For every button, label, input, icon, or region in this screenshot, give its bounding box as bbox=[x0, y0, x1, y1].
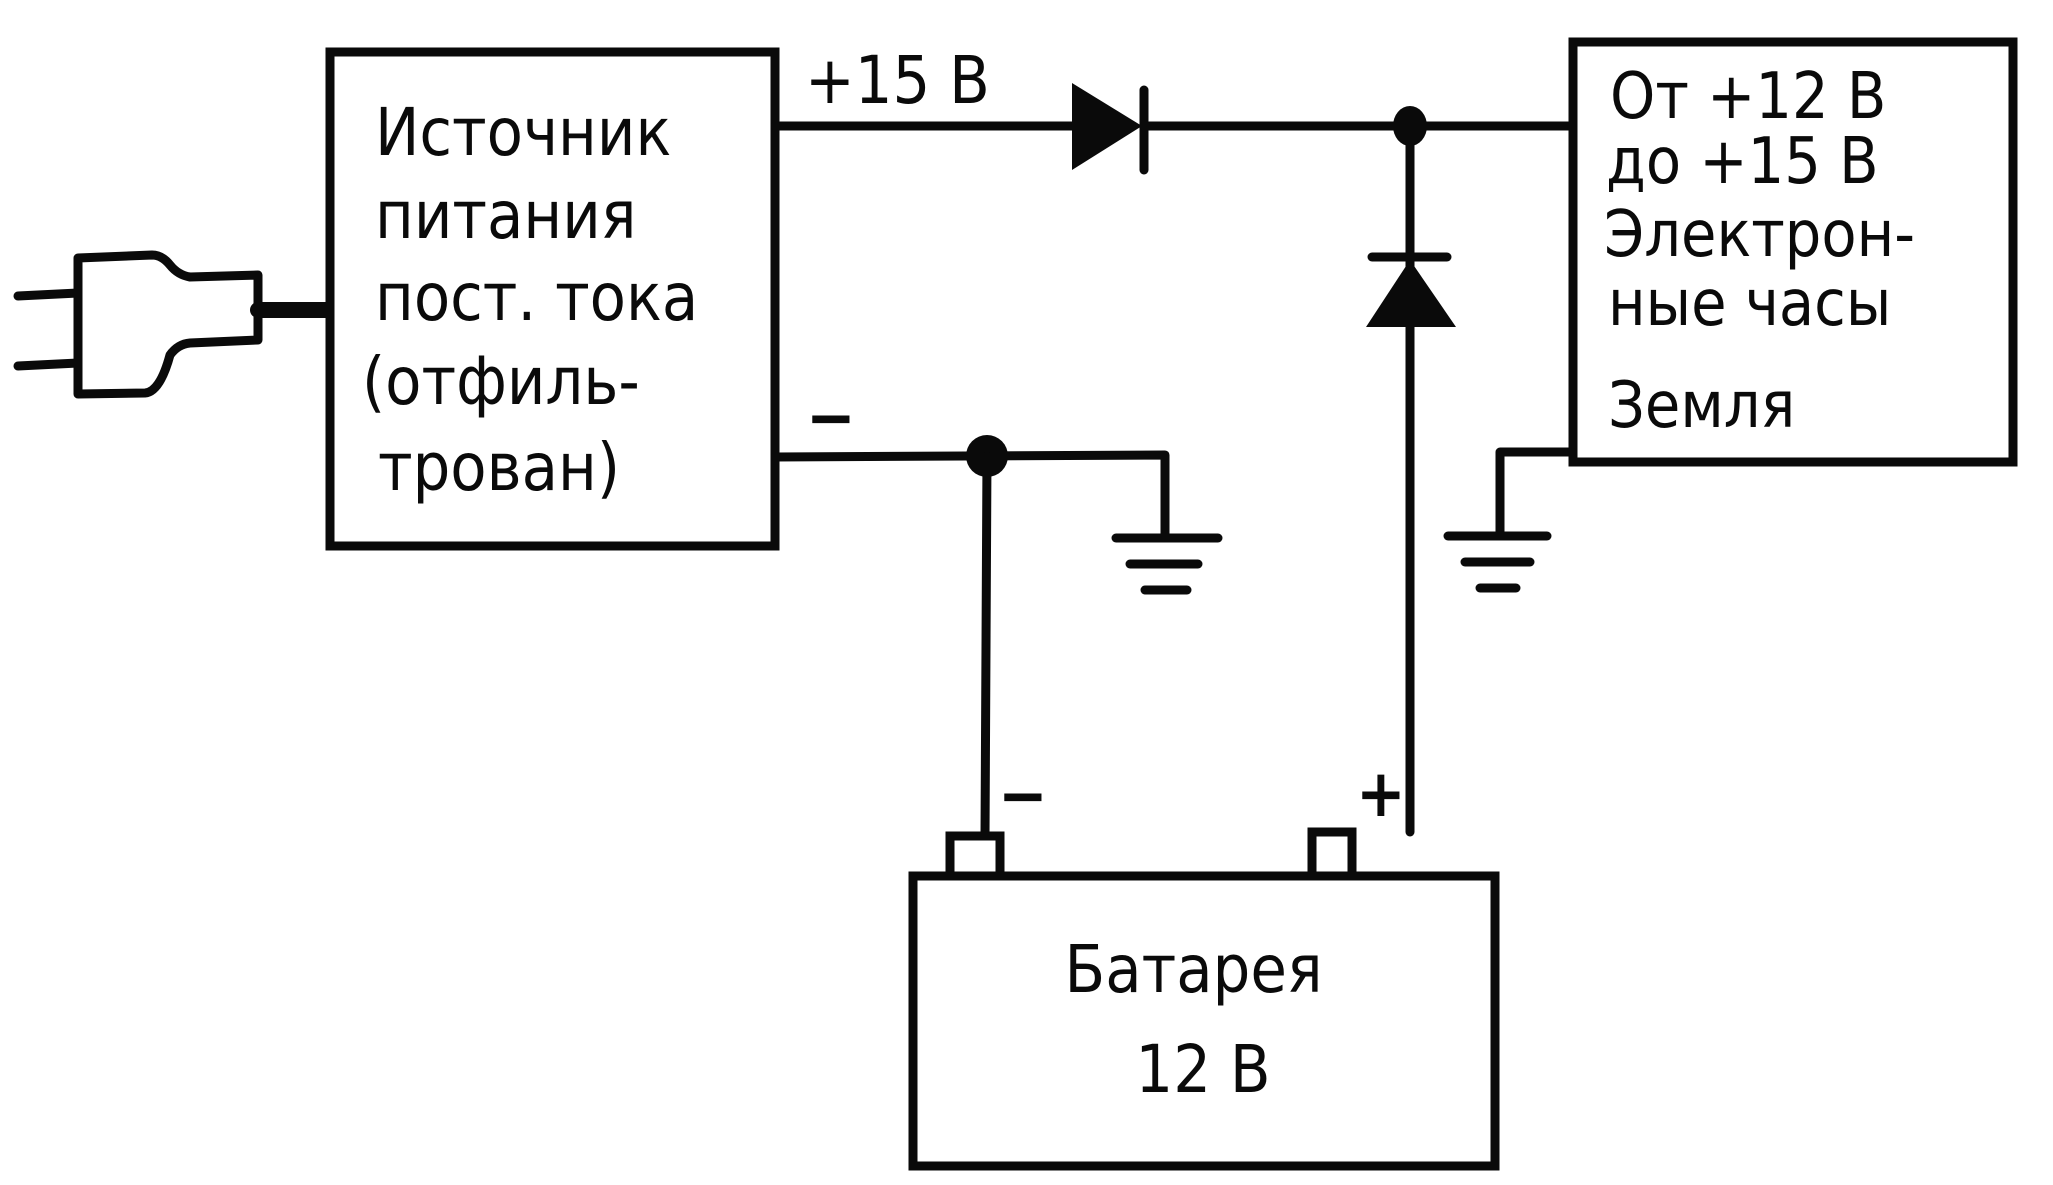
plug-icon bbox=[13, 250, 338, 399]
battery bbox=[908, 827, 1500, 1171]
battery-negative-terminal bbox=[945, 831, 1005, 881]
series-diode-icon bbox=[1072, 83, 1149, 175]
clock-ground-wire bbox=[1495, 447, 1577, 540]
clock-label: От +12 В до +15 В Электрон- ные часы Зем… bbox=[1604, 60, 1933, 443]
battery-negative-label: − bbox=[998, 757, 1048, 834]
power-supply-box bbox=[325, 47, 780, 551]
battery-positive-label: + bbox=[1356, 755, 1406, 832]
power-supply-label: Источник питания пост. тока (отфиль- тро… bbox=[362, 94, 717, 506]
battery-body bbox=[908, 871, 1500, 1171]
battery-positive-terminal bbox=[1307, 827, 1357, 881]
ground-icon-right bbox=[1443, 531, 1552, 593]
battery-diode-icon bbox=[1366, 252, 1456, 327]
positive-output-label: +15 В bbox=[805, 42, 990, 119]
battery-negative-wire bbox=[980, 451, 992, 841]
ground-icon-left bbox=[1111, 533, 1223, 595]
battery-label: Батарея 12 В bbox=[1065, 931, 1342, 1108]
clock-box bbox=[1568, 37, 2018, 467]
negative-wire bbox=[770, 450, 1170, 540]
negative-output-label: − bbox=[806, 379, 856, 456]
